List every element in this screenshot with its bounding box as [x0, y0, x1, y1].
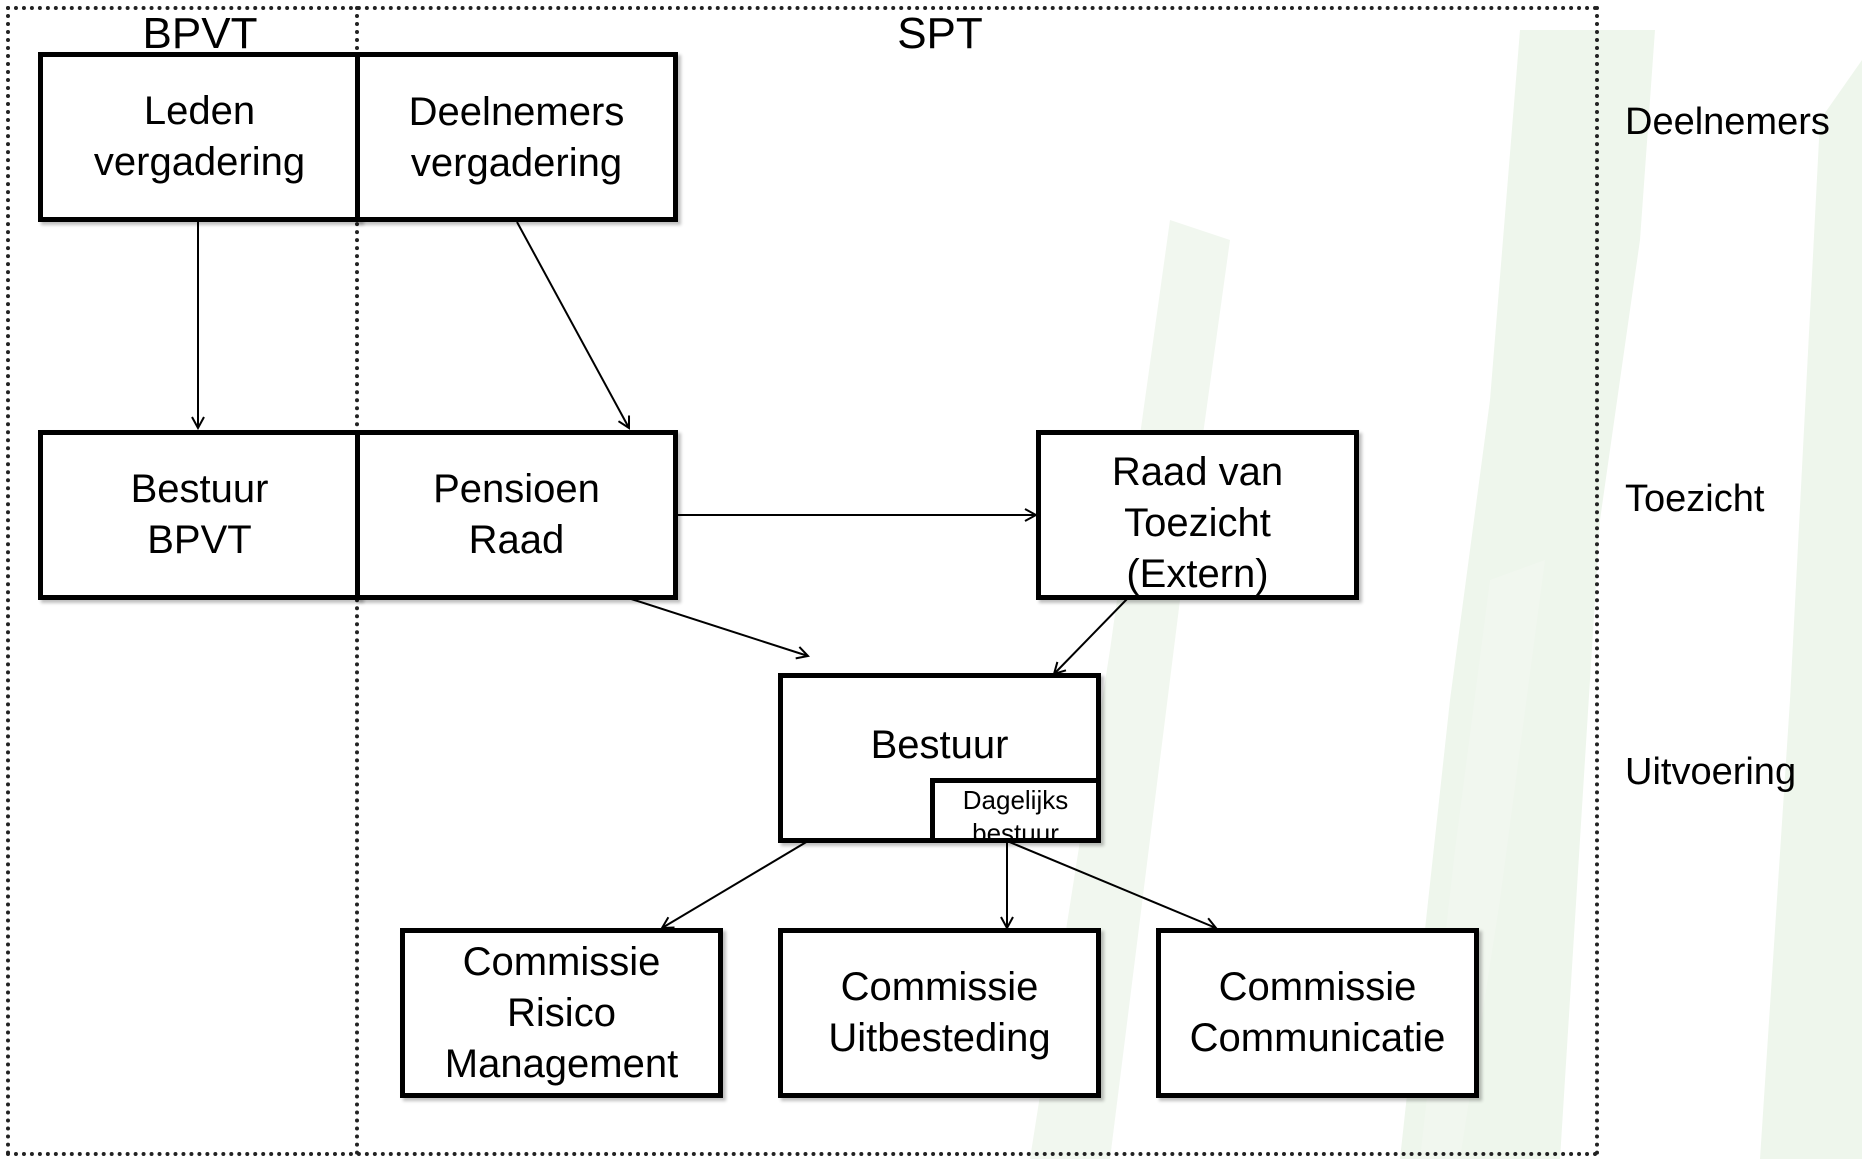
box-leden-vergadering-text: Leden vergadering [93, 89, 306, 184]
box-commissie-risico-management: Commissie Risico Management [400, 928, 723, 1098]
box-bestuur-bpvt-text: Bestuur BPVT [130, 467, 269, 562]
box-dagelijks-bestuur: Dagelijks bestuur [930, 778, 1096, 848]
section-label-spt: SPT [897, 9, 983, 58]
box-commissie-risico-management-text: Commissie Risico Management [444, 939, 679, 1086]
box-commissie-uitbesteding-text: Commissie Uitbesteding [828, 965, 1051, 1060]
box-deelnemers-vergadering: Deelnemers vergadering [355, 52, 678, 222]
diagram-frame [6, 6, 1599, 1156]
box-dagelijks-bestuur-text: Dagelijks bestuur [962, 785, 1069, 848]
box-leden-vergadering: Leden vergadering [38, 52, 361, 222]
level-label-uitvoering: Uitvoering [1625, 751, 1797, 793]
box-commissie-communicatie-text: Commissie Communicatie [1189, 965, 1446, 1060]
box-bestuur-text: Bestuur [870, 723, 1009, 767]
box-pensioen-raad-text: Pensioen Raad [433, 467, 600, 562]
level-label-toezicht: Toezicht [1625, 478, 1765, 520]
box-raad-van-toezicht-text: Raad van Toezicht (Extern) [1111, 450, 1284, 596]
box-deelnemers-vergadering-text: Deelnemers vergadering [408, 90, 625, 185]
box-bestuur-bpvt: Bestuur BPVT [38, 430, 361, 600]
section-label-bpvt: BPVT [142, 9, 258, 58]
level-label-deelnemers: Deelnemers [1625, 101, 1830, 143]
box-commissie-communicatie: Commissie Communicatie [1156, 928, 1479, 1098]
box-raad-van-toezicht: Raad van Toezicht (Extern) [1036, 430, 1359, 600]
box-commissie-uitbesteding: Commissie Uitbesteding [778, 928, 1101, 1098]
box-pensioen-raad: Pensioen Raad [355, 430, 678, 600]
